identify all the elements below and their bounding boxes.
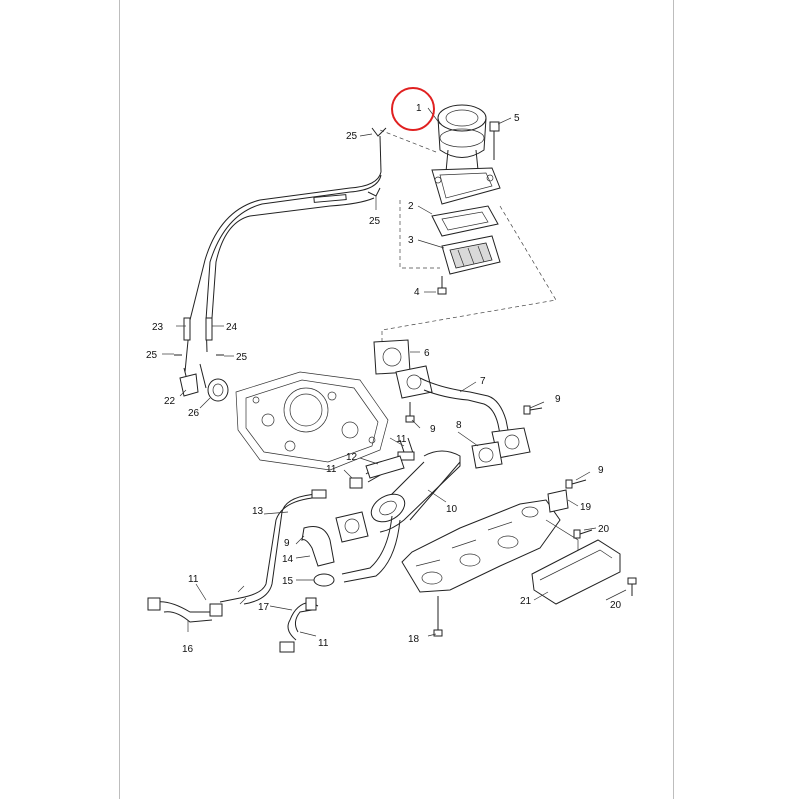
callout-24: 24: [226, 322, 238, 333]
callout-6: 6: [424, 348, 430, 359]
egr-pipe-7: [373, 339, 543, 459]
callout-13: 13: [252, 506, 264, 517]
callout-1: 1: [416, 103, 422, 114]
leader-lines: [162, 107, 627, 637]
coolant-pipes-13-16: [147, 489, 369, 653]
callout-9: 9: [430, 424, 436, 435]
callout-25: 25: [146, 350, 158, 361]
hose-cables: [174, 127, 387, 389]
callout-16: 16: [182, 644, 194, 655]
hose-12: [349, 455, 405, 489]
callout-7: 7: [480, 376, 486, 387]
callout-labels: 1 5 25 2 25 3 4 23 24 25 25 6 7 22 26 9 …: [146, 103, 622, 655]
callout-23: 23: [152, 322, 164, 333]
callout-15: 15: [282, 576, 294, 587]
cylinder-head-gasket: [235, 371, 389, 471]
callout-20: 20: [598, 524, 610, 535]
highlight-circle: [391, 87, 435, 131]
heat-shield-21: [531, 479, 637, 605]
gasket-8: [397, 437, 503, 469]
egr-cooler-10: [341, 450, 461, 583]
callout-10: 10: [446, 504, 458, 515]
exhaust-manifold: [401, 499, 579, 637]
callout-12: 12: [346, 452, 358, 463]
callout-8: 8: [456, 420, 462, 431]
pipe-fittings-22-26: [179, 373, 229, 402]
callout-17: 17: [258, 602, 270, 613]
callout-25: 25: [369, 216, 381, 227]
callout-11: 11: [396, 434, 407, 445]
diagram-sheet: [119, 0, 674, 799]
callout-14: 14: [282, 554, 294, 565]
callout-26: 26: [188, 408, 200, 419]
callout-11: 11: [318, 638, 329, 649]
callout-20: 20: [610, 600, 622, 611]
callout-9: 9: [598, 465, 604, 476]
callout-19: 19: [580, 502, 592, 513]
callout-3: 3: [408, 235, 414, 246]
callout-4: 4: [414, 287, 420, 298]
callout-11: 11: [326, 464, 337, 475]
callout-5: 5: [514, 113, 520, 124]
callout-22: 22: [164, 396, 176, 407]
callout-25: 25: [346, 131, 358, 142]
callout-9: 9: [284, 538, 290, 549]
callout-18: 18: [408, 634, 420, 645]
callout-9: 9: [555, 394, 561, 405]
callout-21: 21: [520, 596, 532, 607]
egr-valve-assembly: [379, 104, 557, 352]
callout-25: 25: [236, 352, 248, 363]
callout-2: 2: [408, 201, 414, 212]
callout-11: 11: [188, 574, 199, 585]
